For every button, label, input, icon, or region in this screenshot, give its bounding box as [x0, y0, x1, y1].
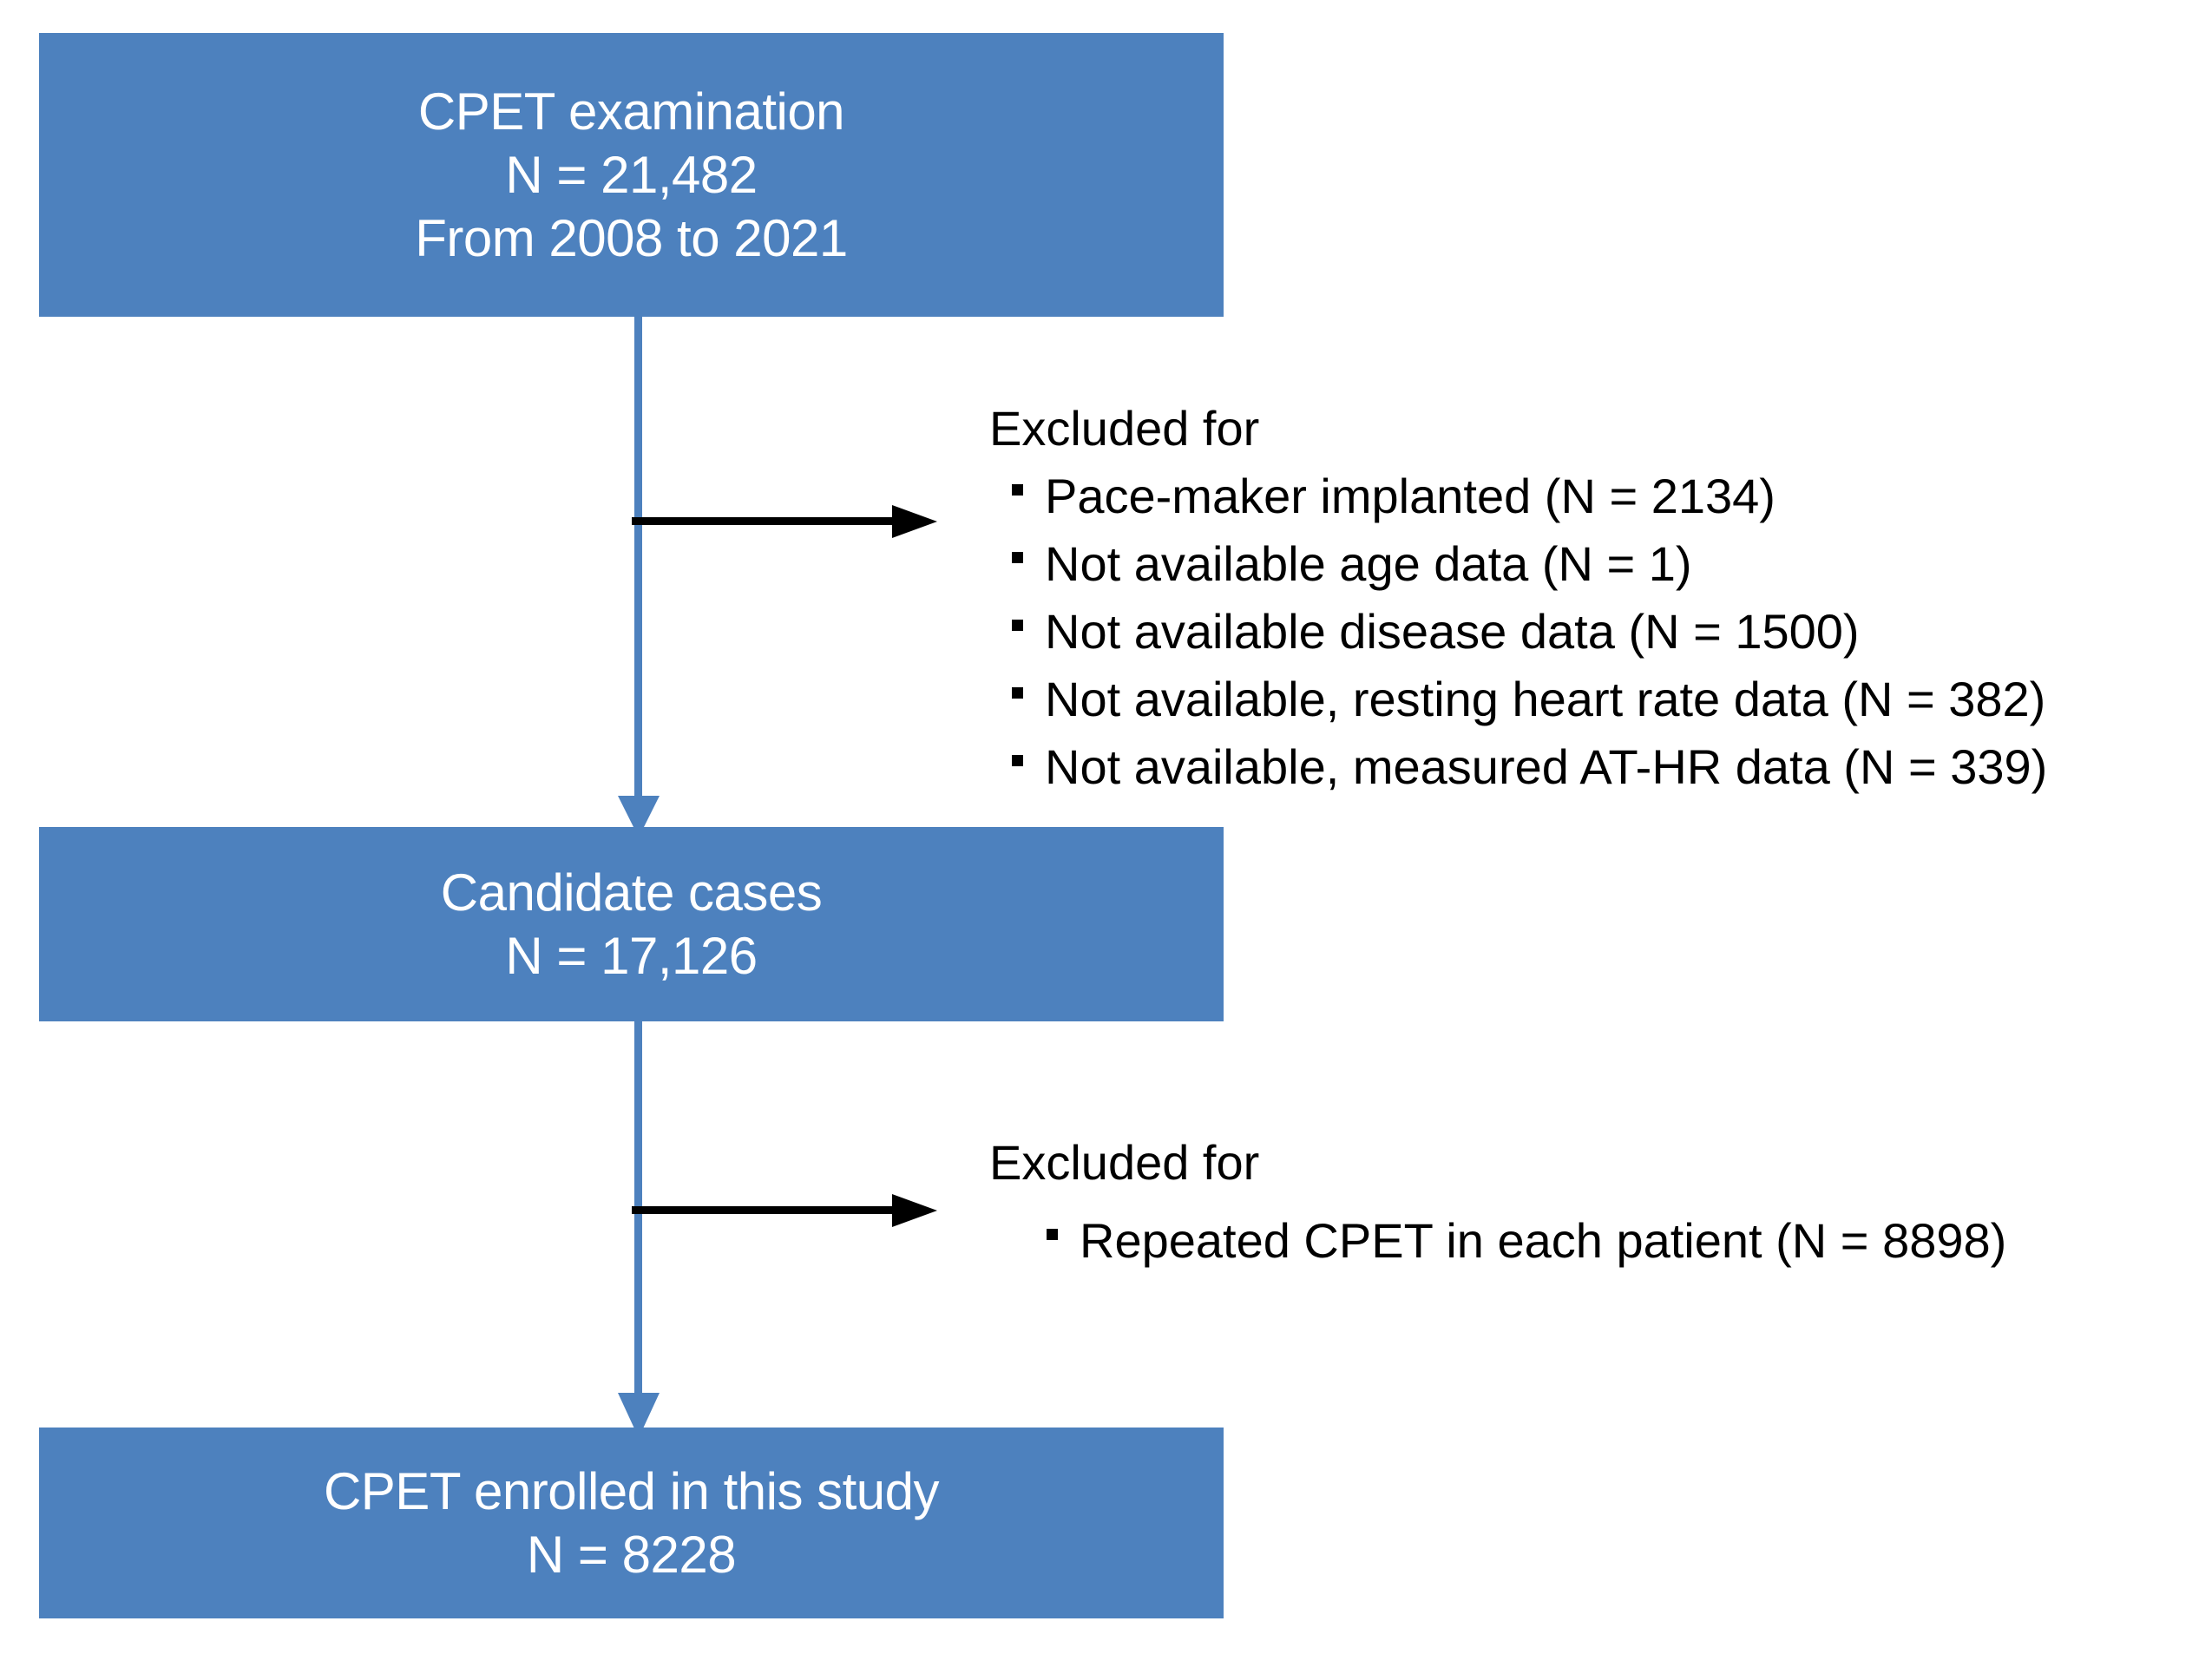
exclusion-item: Not available age data (N = 1) — [1008, 540, 2047, 588]
exclusion-item: Not available, measured AT-HR data (N = … — [1008, 743, 2047, 791]
exclusion-title-1: Excluded for — [989, 401, 1260, 456]
flow-node-cpet-examination: CPET examination N = 21,482 From 2008 to… — [39, 33, 1224, 317]
flow-node-start-label: CPET examination — [417, 82, 845, 141]
down-arrow-icon — [618, 317, 660, 837]
exclusion-list-1: Pace-maker implanted (N = 2134) Not avai… — [1008, 472, 2047, 791]
exclusion-item-text: Pace-maker implanted (N = 2134) — [1045, 469, 1776, 523]
flow-connector-exclusion-2 — [632, 1180, 944, 1241]
exclusion-list-2: Repeated CPET in each patient (N = 8898) — [1043, 1217, 2006, 1265]
exclusion-block-2: Excluded for Repeated CPET in each patie… — [989, 1139, 2006, 1265]
exclusion-item-text: Not available disease data (N = 1500) — [1045, 604, 1860, 659]
exclusion-item-text: Not available, resting heart rate data (… — [1045, 672, 2046, 726]
bullet-icon — [1012, 687, 1023, 699]
exclusion-block-1: Excluded for Pace-maker implanted (N = 2… — [989, 404, 2047, 791]
flow-node-cpet-enrolled: CPET enrolled in this study N = 8228 — [39, 1428, 1224, 1618]
right-arrow-icon — [632, 1194, 937, 1227]
flow-node-start-count: N = 21,482 — [505, 145, 758, 204]
flow-node-middle-count: N = 17,126 — [505, 927, 758, 985]
bullet-icon — [1012, 484, 1023, 496]
bullet-icon — [1047, 1229, 1058, 1240]
exclusion-item-text: Not available age data (N = 1) — [1045, 536, 1692, 591]
bullet-icon — [1012, 552, 1023, 563]
exclusion-item: Not available disease data (N = 1500) — [1008, 607, 2047, 656]
exclusion-item: Pace-maker implanted (N = 2134) — [1008, 472, 2047, 521]
exclusion-item: Repeated CPET in each patient (N = 8898) — [1043, 1217, 2006, 1265]
flow-node-start-period: From 2008 to 2021 — [415, 209, 848, 268]
flow-node-end-label: CPET enrolled in this study — [323, 1461, 940, 1520]
bullet-icon — [1012, 620, 1023, 631]
exclusion-item: Not available, resting heart rate data (… — [1008, 675, 2047, 724]
flow-node-end-count: N = 8228 — [526, 1526, 737, 1584]
flow-connector-exclusion-1 — [632, 491, 944, 552]
bullet-icon — [1012, 755, 1023, 766]
exclusion-item-text: Not available, measured AT-HR data (N = … — [1045, 739, 2048, 794]
exclusion-title-2: Excluded for — [989, 1135, 1260, 1190]
exclusion-item-text: Repeated CPET in each patient (N = 8898) — [1080, 1213, 2007, 1268]
flow-node-middle-label: Candidate cases — [440, 863, 823, 922]
right-arrow-icon — [632, 505, 937, 538]
flow-connector-start-to-middle — [607, 317, 670, 837]
flow-node-candidate-cases: Candidate cases N = 17,126 — [39, 827, 1224, 1021]
